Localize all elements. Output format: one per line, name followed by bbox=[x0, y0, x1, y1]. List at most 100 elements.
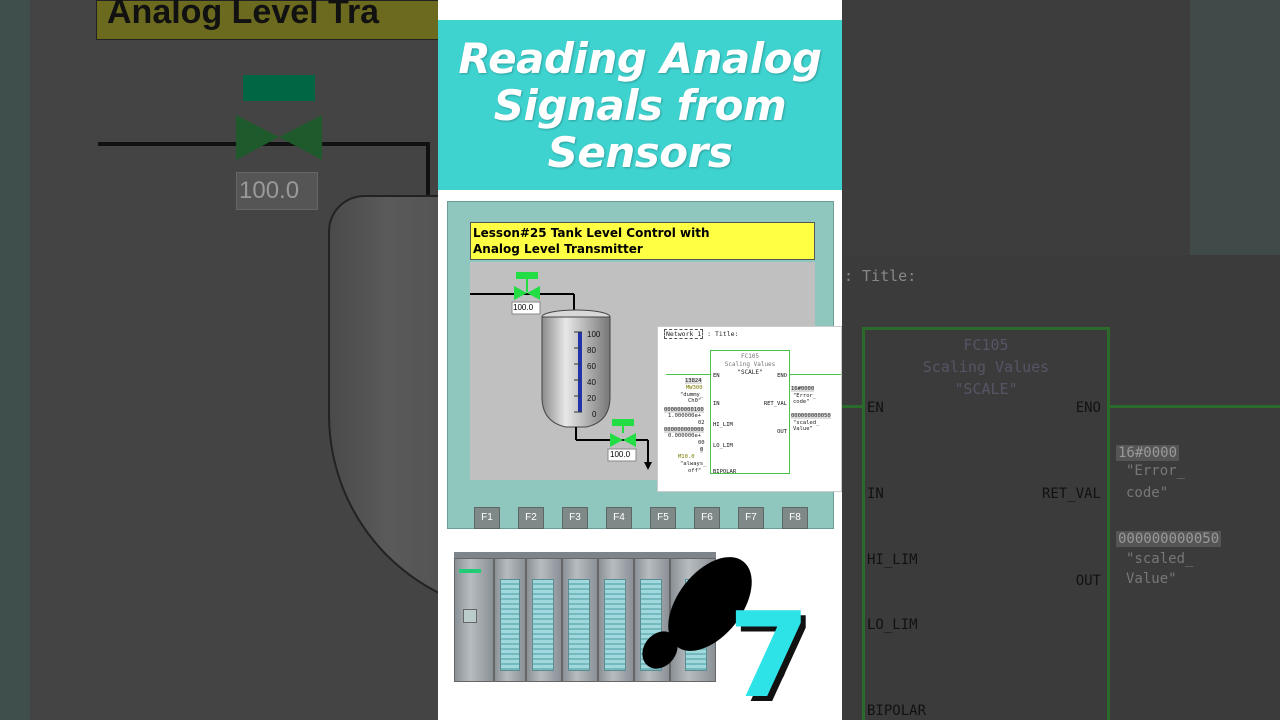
pin-bipolar: BIPOLAR bbox=[713, 469, 737, 475]
pin-en: EN bbox=[713, 373, 720, 379]
network-header: Network 1 : Title: bbox=[664, 329, 739, 339]
background-ladder: : Title: FC105 Scaling Values "SCALE" EN… bbox=[842, 255, 1280, 720]
ret-value: 16#0000 bbox=[791, 386, 815, 392]
background-out-symbol: Value" bbox=[1126, 571, 1177, 587]
block-symbol: "SCALE" bbox=[737, 369, 763, 376]
ladder-wire bbox=[666, 374, 710, 375]
background-block-name: FC105 bbox=[963, 336, 1009, 354]
out-value: 000000000050 bbox=[791, 413, 831, 419]
background-valve-actuator bbox=[243, 75, 315, 101]
background-out-symbol: "scaled_ bbox=[1126, 551, 1194, 567]
background-pin-in: IN bbox=[867, 486, 884, 502]
background-valve-value: 100.0 bbox=[236, 172, 318, 210]
bipolar-symbol: "always_ bbox=[680, 461, 707, 467]
in-symbol: Ch0" bbox=[688, 398, 702, 404]
background-pipe-vertical bbox=[426, 142, 430, 202]
thumbnail-main: Reading Analog Signals from Sensors Less… bbox=[438, 0, 842, 720]
block-desc: Scaling Values bbox=[724, 361, 776, 368]
tank-diagram bbox=[470, 272, 652, 470]
lo-lim-value: 00 bbox=[698, 440, 705, 446]
valve-icon bbox=[514, 286, 527, 300]
title-banner: Reading Analog Signals from Sensors bbox=[438, 20, 842, 190]
gauge-tick: 80 bbox=[587, 346, 596, 355]
lesson-title-line: Analog Level Transmitter bbox=[473, 242, 643, 256]
plc-module bbox=[494, 558, 526, 682]
page-title: Reading Analog Signals from Sensors bbox=[458, 33, 822, 177]
function-key-f8[interactable]: F8 bbox=[782, 507, 808, 529]
background-ret-code: "Error_ bbox=[1126, 463, 1186, 479]
background-pin-lo-lim: LO_LIM bbox=[867, 617, 918, 633]
lo-lim-value: 000000000000 bbox=[664, 427, 704, 433]
background-left: Analog Level Tra 100.0 bbox=[0, 0, 440, 720]
gauge-tick: 100 bbox=[587, 330, 601, 339]
function-key-f1[interactable]: F1 bbox=[474, 507, 500, 529]
valve-value: 100.0 bbox=[513, 303, 534, 312]
pin-out: OUT bbox=[777, 429, 787, 435]
function-key-f5[interactable]: F5 bbox=[650, 507, 676, 529]
ret-symbol: "Error_ bbox=[793, 393, 817, 399]
function-key-f7[interactable]: F7 bbox=[738, 507, 764, 529]
background-valve-icon bbox=[236, 115, 322, 160]
hi-lim-value: 02 bbox=[698, 420, 705, 426]
tank bbox=[541, 316, 611, 428]
background-pin-hi-lim: HI_LIM bbox=[867, 552, 918, 568]
background-right: : Title: FC105 Scaling Values "SCALE" EN… bbox=[842, 0, 1280, 720]
background-function-block: FC105 Scaling Values "SCALE" EN ENO IN R… bbox=[862, 327, 1110, 720]
in-address: MW300 bbox=[686, 385, 703, 391]
pin-hi-lim: HI_LIM bbox=[713, 422, 733, 428]
bipolar-value: 0 bbox=[700, 447, 704, 453]
gauge-tick: 0 bbox=[592, 410, 597, 419]
background-pin-bipolar: BIPOLAR bbox=[867, 703, 927, 719]
lo-lim-value: 0.000000e+ bbox=[668, 433, 702, 439]
bipolar-symbol: off" bbox=[688, 468, 702, 474]
background-block-symbol: "SCALE" bbox=[954, 380, 1018, 398]
background-out-value: 000000000050 bbox=[1116, 531, 1222, 547]
valve-value: 100.0 bbox=[610, 450, 631, 459]
ret-symbol: code" bbox=[793, 399, 810, 405]
pin-in: IN bbox=[713, 401, 720, 407]
in-value: 13824 bbox=[685, 378, 702, 384]
gauge-tick: 20 bbox=[587, 394, 596, 403]
plc-rail bbox=[454, 552, 716, 560]
function-key-f4[interactable]: F4 bbox=[606, 507, 632, 529]
in-symbol: "dummy_ bbox=[680, 392, 704, 398]
background-banner-text: Analog Level Tra bbox=[107, 0, 380, 31]
out-symbol: Value" bbox=[793, 426, 813, 432]
gauge-tick: 60 bbox=[587, 362, 596, 371]
pin-eno: ENO bbox=[777, 373, 787, 379]
bipolar-address: M10.0 bbox=[678, 454, 695, 460]
background-pin-en: EN bbox=[867, 400, 884, 416]
ladder-network: Network 1 : Title: FC105 Scaling Values … bbox=[657, 326, 842, 492]
background-pin-out: OUT bbox=[1075, 573, 1101, 589]
block-name: FC105 bbox=[740, 353, 760, 360]
hi-lim-value: 000000000100 bbox=[664, 407, 704, 413]
valve-actuator bbox=[612, 419, 634, 426]
level-bar bbox=[578, 332, 582, 412]
hi-lim-value: 1.000000e+ bbox=[668, 413, 702, 419]
background-block-desc: Scaling Values bbox=[922, 358, 1050, 376]
background-pin-eno: ENO bbox=[1075, 400, 1101, 416]
valve-icon bbox=[610, 433, 623, 447]
gauge-tick: 40 bbox=[587, 378, 596, 387]
background-wire bbox=[842, 405, 862, 408]
out-symbol: "scaled_ bbox=[793, 420, 820, 426]
plc-cpu-module bbox=[454, 558, 494, 682]
network-title: : Title: bbox=[707, 330, 739, 338]
function-key-f6[interactable]: F6 bbox=[694, 507, 720, 529]
function-key-f2[interactable]: F2 bbox=[518, 507, 544, 529]
background-wire bbox=[1110, 405, 1280, 408]
background-network-title: : Title: bbox=[844, 267, 917, 285]
plc-module bbox=[526, 558, 562, 682]
function-key-f3[interactable]: F3 bbox=[562, 507, 588, 529]
step-number-badge: 7 bbox=[728, 586, 811, 720]
gauge-scale: 100 80 60 40 20 0 bbox=[587, 327, 600, 423]
pin-lo-lim: LO_LIM bbox=[713, 443, 733, 449]
function-block: FC105 Scaling Values "SCALE" EN ENO IN R… bbox=[710, 350, 790, 475]
background-right-upper bbox=[842, 0, 1280, 255]
background-banner: Analog Level Tra bbox=[96, 0, 440, 40]
ladder-wire bbox=[790, 374, 841, 375]
plc-module bbox=[598, 558, 634, 682]
valve-actuator bbox=[516, 272, 538, 279]
background-edge bbox=[0, 0, 30, 720]
lesson-title: Lesson#25 Tank Level Control with Analog… bbox=[470, 222, 815, 260]
